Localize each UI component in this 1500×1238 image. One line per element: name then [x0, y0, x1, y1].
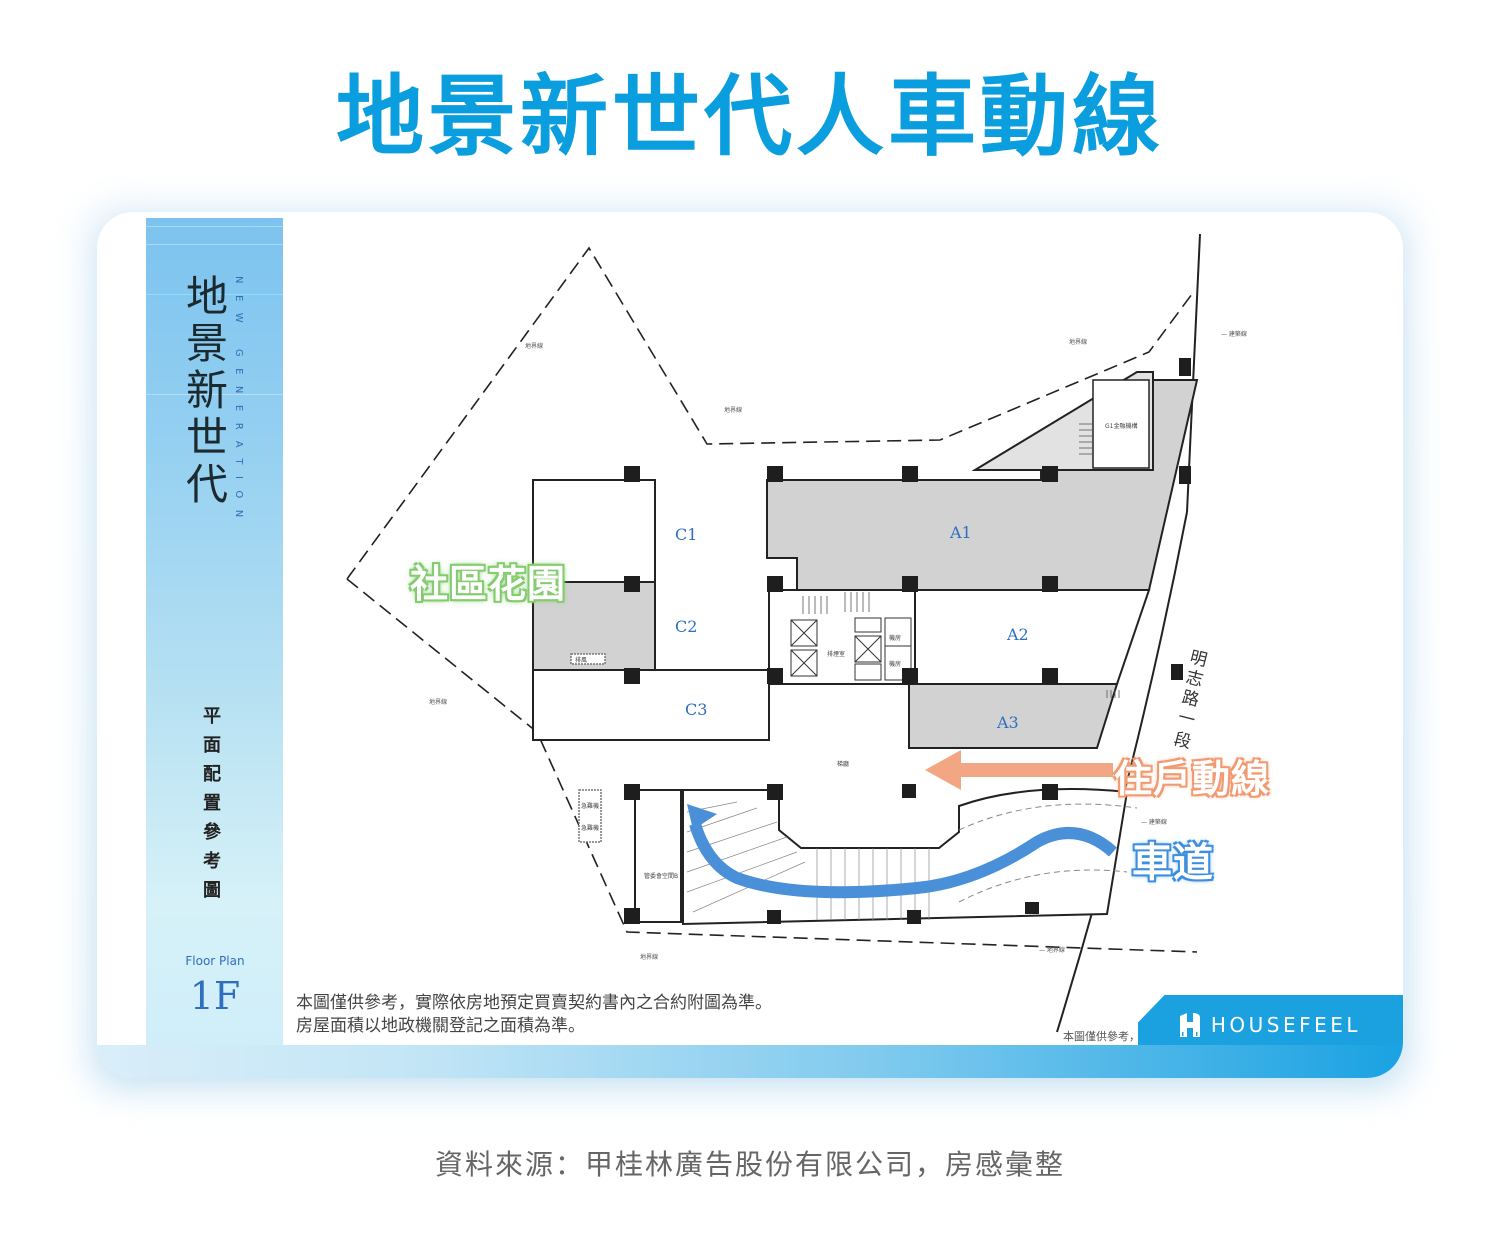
- core: [768, 589, 916, 685]
- svg-text:地界線: 地界線: [525, 342, 543, 350]
- disclaimer-line-1: 本圖僅供參考，實際依房地預定買賣契約書內之合約附圖為準。: [296, 993, 772, 1013]
- svg-text:機房: 機房: [889, 634, 901, 642]
- svg-text:地界線: 地界線: [640, 953, 658, 961]
- svg-text:地界線: 地界線: [724, 406, 742, 414]
- brand-char: 世: [185, 413, 228, 462]
- svg-text:梯廳: 梯廳: [837, 760, 849, 768]
- room-labels: G1金融機構 排煙室 機房 機房 梯廳 管委會空間B 急難機 急難機 排風: [575, 422, 1137, 880]
- unit-c3: [532, 669, 770, 741]
- resident-flow-label: 住戶動線: [1114, 757, 1271, 801]
- brand-vertical-title: 地 景 新 世 代: [182, 273, 232, 508]
- svg-text:排風: 排風: [575, 656, 587, 664]
- ramp: [682, 788, 1129, 926]
- brand-char: 景: [185, 319, 228, 368]
- disclaimer: 本圖僅供參考，實際依房地預定買賣契約書內之合約附圖為準。 房屋面積以地政機關登記…: [296, 992, 772, 1038]
- unit-labels: C1 C2 C3 A1 A2 A3: [675, 523, 1029, 732]
- elevators: [790, 617, 912, 681]
- car-flow-arrow: [687, 804, 1117, 899]
- page-title: 地景新世代人車動線: [335, 65, 1164, 168]
- boundary-line: [346, 246, 1198, 953]
- plan-label-char: 考: [203, 851, 221, 872]
- brand-char: 新: [185, 366, 228, 415]
- plan-label-char: 置: [203, 793, 221, 814]
- svg-text:一: 一: [1176, 707, 1197, 731]
- brand-english: NEW GENERATION: [233, 276, 244, 529]
- unit-label-a3: A3: [996, 713, 1019, 732]
- source-credit: 資料來源：甲桂林廣告股份有限公司，房感彙整: [434, 1148, 1065, 1181]
- svg-text:急難機: 急難機: [581, 802, 599, 810]
- ramp-edge: [958, 869, 1128, 903]
- road-name: 明 志 路 一 段: [1172, 647, 1209, 753]
- svg-text:管委會空間B: 管委會空間B: [644, 872, 678, 880]
- svg-text:— 地界線: — 地界線: [1039, 946, 1065, 954]
- side-panel: 地 景 新 世 代 NEW GENERATION 平 面 配 置 參 考 圖 F…: [146, 218, 283, 1073]
- card-bottom-bar: [97, 1045, 1403, 1078]
- svg-text:志: 志: [1184, 667, 1205, 691]
- svg-text:G1金融機構: G1金融機構: [1105, 422, 1137, 430]
- stripe: [146, 294, 283, 295]
- plan-label-char: 參: [203, 822, 221, 843]
- stairs: [802, 423, 1120, 698]
- faded-disclaimer: 本圖僅供參考，: [1063, 1030, 1140, 1043]
- floorplan-drawing: 地界線 地界線 地界線 — 建築線 地界線 — 建築線 地界線 — 地界線: [346, 233, 1247, 1033]
- plan-label-char: 平: [203, 706, 221, 727]
- brand-char: 代: [185, 460, 228, 509]
- unit-label-c1: C1: [675, 525, 697, 544]
- brand-logo: HOUSEFEEL: [1179, 1012, 1361, 1038]
- plan-label-char: 面: [203, 735, 221, 756]
- resident-flow-arrow: [925, 750, 1113, 790]
- svg-text:— 建築線: — 建築線: [1221, 330, 1247, 338]
- unit-a2: [914, 589, 1151, 685]
- mgmt-room: [634, 789, 682, 923]
- unit-c1: [532, 479, 656, 583]
- floor-plan-label: Floor Plan: [185, 954, 245, 968]
- columns: [624, 358, 1191, 924]
- floor-number: 1F: [189, 974, 241, 1018]
- plan-label-char: 圖: [203, 880, 221, 901]
- brand-char: 地: [185, 272, 228, 321]
- vent-box: [570, 653, 606, 665]
- exhaust-box: [578, 789, 602, 843]
- ramp-edge: [958, 803, 1138, 831]
- svg-text:明: 明: [1188, 647, 1209, 671]
- garden-label: 社區花園: [410, 562, 567, 606]
- plan-label-char: 配: [203, 764, 221, 785]
- stripe: [146, 394, 283, 395]
- unit-label-a1: A1: [949, 523, 972, 542]
- housefeel-logo-icon: [1179, 1013, 1200, 1037]
- disclaimer-line-2: 房屋面積以地政機關登記之面積為準。: [296, 1016, 585, 1036]
- svg-text:路: 路: [1180, 687, 1201, 711]
- svg-text:段: 段: [1172, 729, 1193, 753]
- svg-text:— 建築線: — 建築線: [1141, 818, 1167, 826]
- plan-label-vertical: 平 面 配 置 參 考 圖: [197, 702, 227, 905]
- brand-name: HOUSEFEEL: [1210, 1013, 1361, 1037]
- boundary-labels: 地界線 地界線 地界線 — 建築線 地界線 — 建築線 地界線 — 地界線: [429, 330, 1247, 961]
- svg-text:急難機: 急難機: [581, 824, 599, 832]
- stripe: [146, 226, 283, 227]
- floorplan-card: 地 景 新 世 代 NEW GENERATION 平 面 配 置 參 考 圖 F…: [97, 212, 1403, 1078]
- svg-text:地界線: 地界線: [429, 698, 447, 706]
- unit-label-a2: A2: [1006, 625, 1029, 644]
- building-line: [1056, 233, 1201, 1033]
- stripe: [146, 244, 283, 245]
- car-flow-label: 車道: [1132, 840, 1214, 886]
- svg-text:機房: 機房: [889, 660, 901, 668]
- unit-label-c2: C2: [675, 617, 697, 636]
- svg-text:排煙室: 排煙室: [827, 650, 845, 658]
- svg-text:地界線: 地界線: [1069, 338, 1087, 346]
- g1-room: [1092, 379, 1150, 469]
- unit-label-c3: C3: [685, 700, 707, 719]
